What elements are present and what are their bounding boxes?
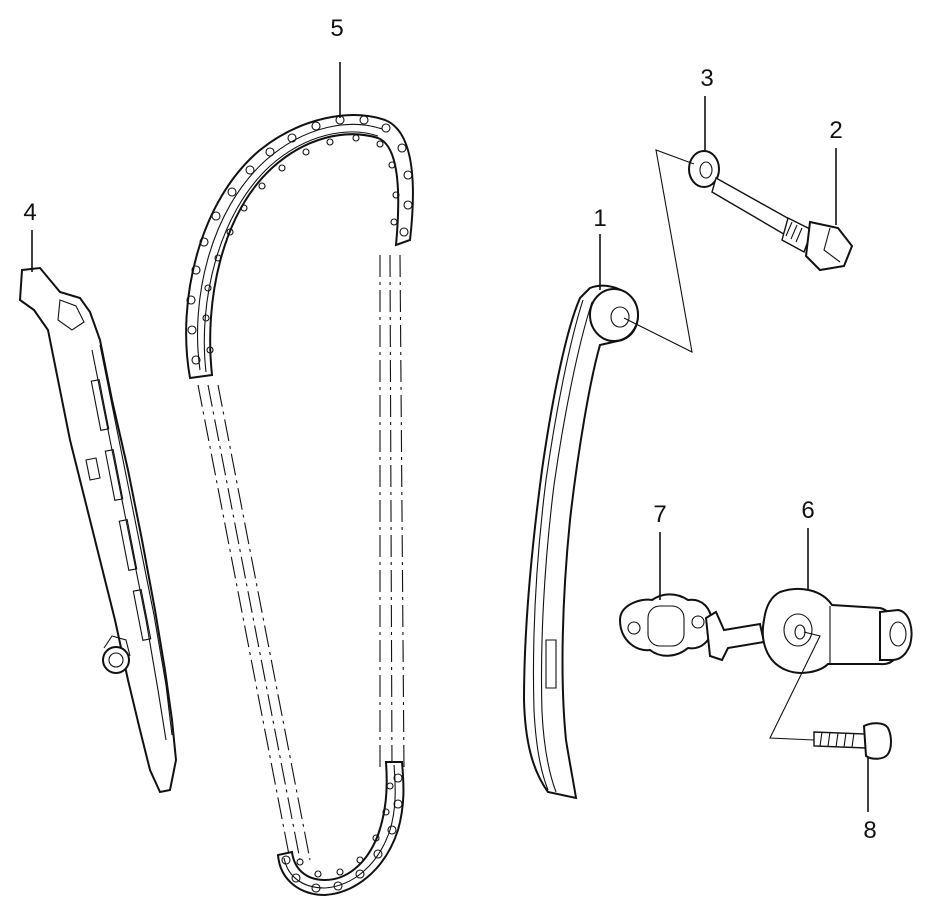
tensioner-arm-part-1 — [522, 284, 639, 800]
callout-6: 6 — [801, 497, 814, 524]
tensioner-bolt-part-8 — [813, 722, 892, 760]
callout-5: 5 — [330, 15, 343, 42]
tensioner-assembly-part-6 — [704, 587, 913, 674]
pivot-bolt-part-2 — [711, 176, 854, 272]
callout-labels: 1 2 3 4 5 6 7 8 — [23, 15, 876, 844]
chain-guide-part-4 — [18, 266, 178, 794]
callout-8: 8 — [863, 817, 876, 844]
callout-3: 3 — [700, 65, 713, 92]
leader-lines — [31, 62, 869, 812]
callout-2: 2 — [829, 117, 842, 144]
callout-1: 1 — [593, 205, 606, 232]
washer-part-3 — [688, 150, 720, 188]
callout-4: 4 — [23, 199, 36, 226]
cam-chain-part-5 — [185, 114, 414, 897]
callout-7: 7 — [653, 501, 666, 528]
gasket-part-7 — [618, 593, 714, 657]
